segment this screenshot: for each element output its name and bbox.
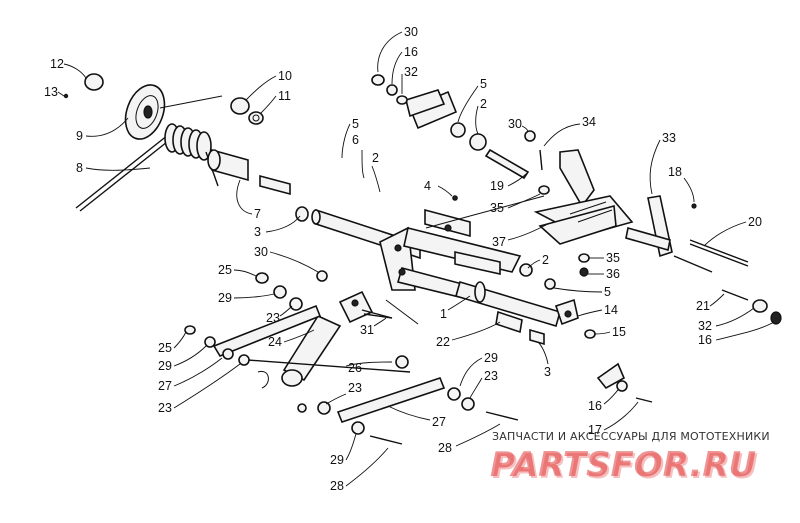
callout-number: 18	[668, 165, 682, 179]
callout-number: 25	[218, 263, 232, 277]
callout-number: 19	[490, 179, 504, 193]
long-bolts	[673, 239, 782, 325]
rear-axle-bracket	[554, 298, 626, 390]
callout-number: 26	[348, 361, 362, 375]
callout-number: 13	[44, 85, 58, 99]
callout-number: 2	[372, 151, 379, 165]
callout-number: 7	[254, 207, 261, 221]
callout-number: 29	[484, 351, 498, 365]
callout-number: 22	[436, 335, 450, 349]
callout-number: 37	[492, 235, 506, 249]
callout-number: 2	[542, 253, 549, 267]
callout-number: 20	[748, 215, 762, 229]
svg-text:PARTSFOR.RU: PARTSFOR.RU	[492, 447, 758, 482]
svg-text:PARTSFOR.RU: PARTSFOR.RU	[490, 445, 756, 482]
callout-number: 34	[582, 115, 596, 129]
callout-number: 14	[604, 303, 618, 317]
callout-number: 4	[424, 179, 431, 193]
callout-number: 31	[360, 323, 374, 337]
callout-number: 28	[330, 479, 344, 493]
upper-pivot-parts	[450, 122, 550, 195]
idler-wheel-assembly	[63, 73, 264, 212]
callout-number: 30	[508, 117, 522, 131]
link-hardware	[184, 270, 653, 445]
callout-number: 21	[696, 299, 710, 313]
callout-number: 12	[50, 57, 64, 71]
callout-number: 32	[404, 65, 418, 79]
rear-arm-and-skid	[533, 149, 697, 258]
callout-number: 29	[158, 359, 172, 373]
callout-number: 30	[404, 25, 418, 39]
callout-number: 16	[588, 399, 602, 413]
callout-number: 23	[348, 381, 362, 395]
callout-number: 3	[544, 365, 551, 379]
callout-number: 23	[266, 311, 280, 325]
callout-number: 9	[76, 129, 83, 143]
callout-number: 5	[352, 117, 359, 131]
upper-mount-bracket	[371, 74, 458, 130]
lower-link-arms	[212, 304, 446, 423]
callout-number: 27	[158, 379, 172, 393]
callout-labels: 12 13 9 8 10 11 7 3 30 16 32 5 2 30 34 3…	[44, 25, 775, 493]
spacer-tube-and-bushing	[207, 148, 309, 222]
callout-number: 36	[606, 267, 620, 281]
callout-number: 2	[480, 97, 487, 111]
callout-number: 29	[218, 291, 232, 305]
slide-rail-frame	[379, 195, 522, 307]
callout-number: 24	[268, 335, 282, 349]
callout-number: 35	[606, 251, 620, 265]
callout-number: 1	[440, 307, 447, 321]
partsfor-logo-watermark: PARTSFOR.RU PARTSFOR.RU	[490, 445, 758, 482]
callout-number: 29	[330, 453, 344, 467]
callout-number: 27	[432, 415, 446, 429]
callout-number: 3	[254, 225, 261, 239]
callout-number: 23	[158, 401, 172, 415]
callout-number: 25	[158, 341, 172, 355]
callout-number: 16	[404, 45, 418, 59]
callout-number: 15	[612, 325, 626, 339]
callout-number: 28	[438, 441, 452, 455]
callout-number: 16	[698, 333, 712, 347]
callout-number: 5	[604, 285, 611, 299]
callout-number: 8	[76, 161, 83, 175]
assembly-guide-lines	[385, 195, 545, 325]
callout-number: 33	[662, 131, 676, 145]
callout-number: 23	[484, 369, 498, 383]
watermark-caption: ЗАПЧАСТИ И АКСЕССУАРЫ ДЛЯ МОТОТЕХНИКИ	[492, 430, 770, 443]
callout-number: 17	[588, 423, 602, 437]
callout-number: 32	[698, 319, 712, 333]
callout-number: 30	[254, 245, 268, 259]
callout-number: 6	[352, 133, 359, 147]
callout-number: 5	[480, 77, 487, 91]
callout-number: 35	[490, 201, 504, 215]
right-pivot-hardware	[519, 253, 596, 339]
callout-number: 10	[278, 69, 292, 83]
callout-number: 11	[278, 89, 291, 103]
rear-axle-tube	[455, 281, 561, 346]
